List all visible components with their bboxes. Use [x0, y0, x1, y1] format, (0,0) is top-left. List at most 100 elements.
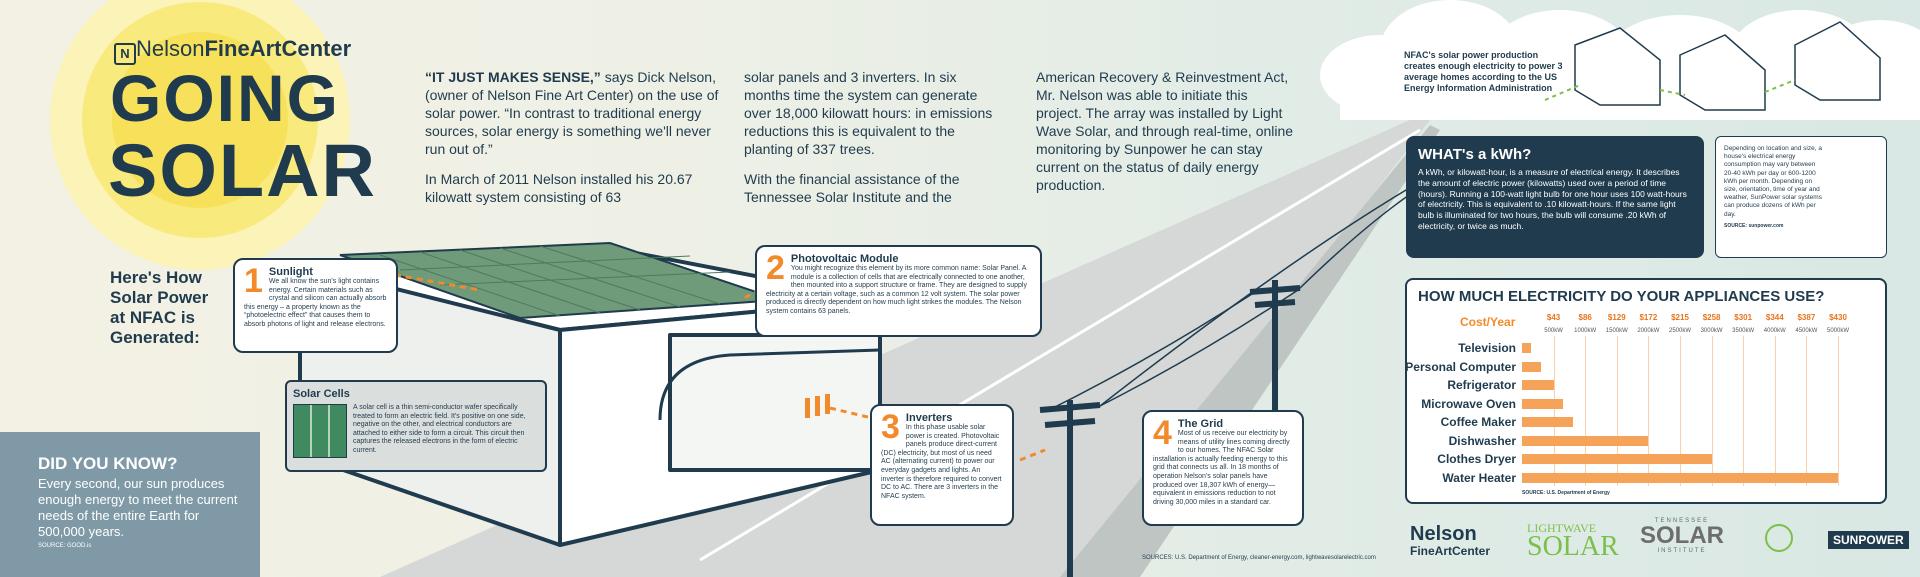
- intro-col-3: American Recovery & Reinvestment Act, Mr…: [1036, 68, 1296, 206]
- grid-line: [1743, 336, 1745, 486]
- intro-col2-p2: With the financial assistance of the Ten…: [744, 171, 960, 205]
- partner-logo-nelson: Nelson FineArtCenter: [1410, 524, 1490, 558]
- callout-body: Most of us receive our electricity by me…: [1153, 430, 1290, 506]
- chart-category-label: Coffee Maker: [1440, 415, 1516, 429]
- chart-bar: [1522, 472, 1838, 483]
- chart-bar: [1522, 380, 1554, 390]
- chart-category-label: Microwave Oven: [1421, 396, 1516, 411]
- kwh-tick-label: 2000kW: [1637, 328, 1660, 334]
- grid-line: [1838, 336, 1839, 486]
- subtitle: Here's How Solar Power at NFAC is Genera…: [110, 268, 209, 347]
- chart-category-label: Water Heater: [1442, 470, 1516, 485]
- sources-footer: SOURCES: U.S. Department of Energy, clea…: [1142, 555, 1376, 561]
- cost-tick-label: $301: [1734, 313, 1753, 322]
- solar-cells-box: Solar Cells A solar cell is a thin semi-…: [285, 380, 547, 472]
- chart-title: HOW MUCH ELECTRICITY DO YOUR APPLIANCES …: [1418, 288, 1825, 305]
- cost-tick-label: $86: [1578, 313, 1592, 322]
- chart-category-label: Television: [1458, 341, 1516, 355]
- callout-number: 2: [766, 249, 785, 287]
- partner-nelson-sub: FineArtCenter: [1410, 544, 1491, 558]
- kwh-side-box: Depending on location and size, a house'…: [1715, 136, 1887, 258]
- partner-lightwave-top: LIGHTWAVE: [1527, 521, 1597, 535]
- did-you-know-title: DID YOU KNOW?: [38, 454, 178, 473]
- homes-note: NFAC's solar power production creates en…: [1404, 50, 1563, 93]
- solar-cell-image: [293, 404, 347, 458]
- intro-col-1: “IT JUST MAKES SENSE,” says Dick Nelson,…: [425, 68, 720, 218]
- callout-title: Sunlight: [268, 266, 313, 278]
- kwh-box: WHAT's a kWh? A kWh, or kilowatt-hour, i…: [1406, 136, 1704, 258]
- kwh-tick-label: 1500kW: [1605, 328, 1628, 334]
- partner-tn-bottom: INSTITUTE: [1657, 548, 1707, 554]
- cost-tick-label: $387: [1797, 313, 1816, 322]
- cost-tick-label: $129: [1607, 313, 1626, 322]
- grid-line: [1806, 336, 1808, 486]
- grid-line: [1553, 336, 1555, 486]
- kwh-tick-label: 4500kW: [1795, 328, 1818, 334]
- callout-body: In this phase usable solar power is crea…: [881, 424, 1002, 500]
- grid-line: [1585, 336, 1587, 486]
- title-solar: SOLAR: [108, 129, 377, 212]
- did-you-know-box: DID YOU KNOW? Every second, our sun prod…: [0, 432, 260, 577]
- callout-body: We all know the sun's light contains ene…: [244, 278, 387, 328]
- intro-col-2: solar panels and 3 inverters. In six mon…: [744, 68, 994, 218]
- partner-lightwave-bottom: SOLAR: [1527, 531, 1619, 562]
- kwh-side-source: SOURCE: sunpower.com: [1724, 222, 1784, 229]
- cost-tick-label: $172: [1639, 313, 1658, 322]
- solar-cells-title: Solar Cells: [293, 388, 350, 400]
- chart-source: SOURCE: U.S. Department of Energy: [1522, 490, 1610, 496]
- chart-category-label: Clothes Dryer: [1437, 452, 1516, 466]
- kwh-tick-label: 2500kW: [1668, 328, 1691, 334]
- callout-title: Inverters: [905, 412, 953, 424]
- callout-title: Photovoltaic Module: [790, 253, 899, 265]
- intro-col1-p1: says Dick Nelson, (owner of Nelson Fine …: [425, 69, 719, 157]
- kwh-side-text: Depending on location and size, a house'…: [1724, 145, 1822, 218]
- callout-body: You might recognize this element by its …: [766, 265, 1027, 315]
- partner-nelson-name: Nelson: [1410, 523, 1477, 545]
- partner-tn-top: TENNESSEE: [1654, 518, 1710, 524]
- callout-number: 4: [1153, 414, 1172, 452]
- callout-inverters: 3 Inverters In this phase usable solar p…: [870, 404, 1014, 526]
- callout-sunlight: 1 Sunlight We all know the sun's light c…: [233, 258, 398, 353]
- chart-category-label: Personal Computer: [1405, 359, 1516, 374]
- intro-col3-p1: American Recovery & Reinvestment Act, Mr…: [1036, 69, 1294, 193]
- chart-bar: [1522, 361, 1541, 372]
- intro-quote-lead: “IT JUST MAKES SENSE,”: [425, 69, 601, 85]
- kwh-tick-label: 3000kW: [1700, 328, 1723, 334]
- grid-line: [1774, 336, 1776, 486]
- solar-cells-body: A solar cell is a thin semi-conductor wa…: [353, 404, 526, 454]
- chart-bar: [1522, 454, 1712, 464]
- callout-title: The Grid: [1177, 418, 1224, 430]
- grid-line: [1616, 336, 1618, 486]
- chart-bar: [1522, 343, 1532, 353]
- chart-bar: [1522, 435, 1649, 446]
- intro-col2-p1: solar panels and 3 inverters. In six mon…: [744, 69, 993, 157]
- cost-tick-label: $258: [1702, 313, 1721, 322]
- intro-col1-p2: In March of 2011 Nelson installed his 20…: [425, 171, 693, 205]
- cost-tick-label: $43: [1546, 313, 1561, 322]
- kwh-body: A kWh, or kilowatt-hour, is a measure of…: [1418, 167, 1687, 231]
- kwh-title: WHAT's a kWh?: [1418, 146, 1532, 163]
- partner-logo-lightwave: LIGHTWAVE SOLAR: [1527, 521, 1619, 562]
- logo-text-nelson: Nelson: [136, 36, 205, 61]
- callout-number: 3: [881, 408, 900, 446]
- kwh-tick-label: 4000kW: [1763, 328, 1786, 334]
- partner-logo-arra-icon: [1765, 524, 1793, 552]
- kwh-tick-label: 5000kW: [1826, 328, 1849, 334]
- partner-logo-tn-solar: TENNESSEE SOLAR INSTITUTE: [1640, 518, 1724, 554]
- chart-bar: [1522, 417, 1573, 427]
- chart-xlabel: Cost/Year: [1460, 315, 1516, 329]
- partner-logo-sunpower: SUNPOWER: [1828, 531, 1909, 549]
- title-going: GOING: [110, 61, 341, 135]
- chart-category-label: Refrigerator: [1447, 378, 1516, 392]
- callout-the-grid: 4 The Grid Most of us receive our electr…: [1142, 410, 1304, 526]
- chart-category-label: Dishwasher: [1448, 433, 1516, 448]
- cost-tick-label: $215: [1671, 313, 1689, 322]
- callout-photovoltaic-module: 2 Photovoltaic Module You might recogniz…: [755, 245, 1042, 337]
- grid-line: [1680, 336, 1681, 486]
- kwh-tick-label: 1000kW: [1574, 328, 1597, 334]
- partner-tn-main: SOLAR: [1640, 522, 1724, 549]
- kwh-tick-label: 3500kW: [1732, 328, 1755, 334]
- callout-number: 1: [244, 262, 263, 300]
- logo-text-fineartcenter: FineArtCenter: [204, 36, 352, 61]
